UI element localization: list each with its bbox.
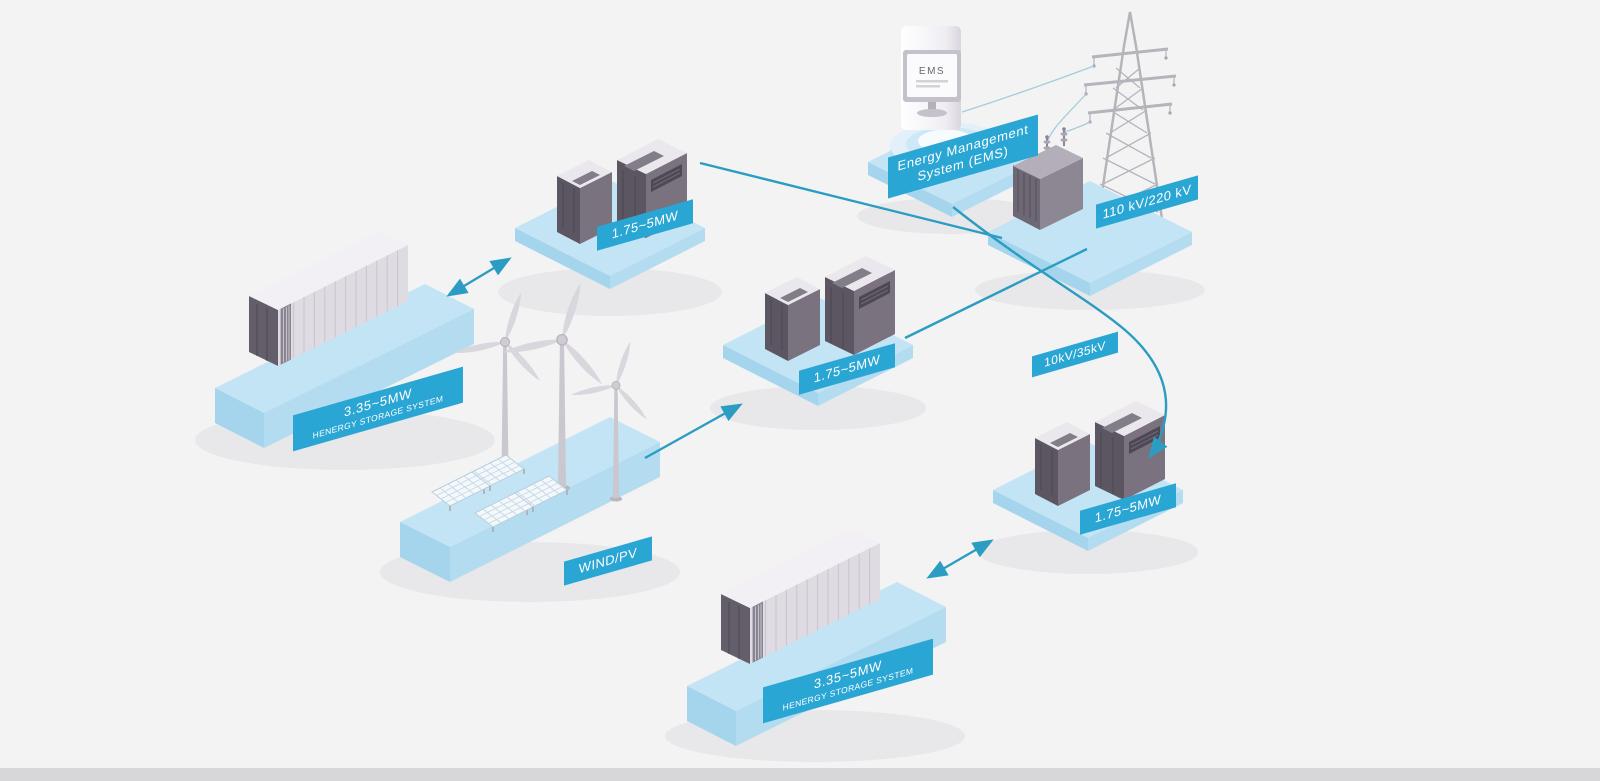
bottom-edge-bar <box>0 768 1600 781</box>
power-wires <box>961 65 1095 141</box>
tower-insulators <box>1084 56 1176 124</box>
link-pcs-top-to-grid <box>699 161 1003 240</box>
link-wind-to-pcs-middle <box>644 403 743 460</box>
connection-lines <box>446 161 1168 579</box>
transmission-tower-icon <box>1083 11 1177 220</box>
link-pcs-middle-to-grid <box>904 247 1088 340</box>
ems-screen-text: EMS <box>919 66 945 77</box>
link-storage-bottom-pcs-right <box>926 539 994 579</box>
wind-pv-node <box>400 265 670 582</box>
ems-monitor-icon: EMS <box>903 50 961 117</box>
link-ems-to-pcs-right <box>952 206 1168 459</box>
link-storage-left-pcs-top <box>446 257 512 297</box>
